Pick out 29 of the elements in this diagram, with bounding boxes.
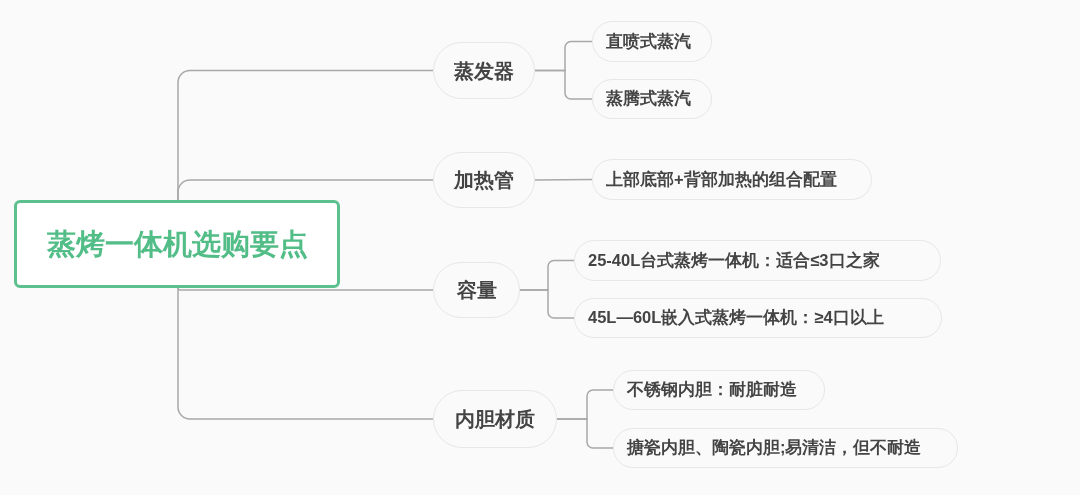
topic-pill <box>433 152 535 208</box>
subtopic-pill <box>592 159 872 200</box>
subtopic-text: 搪瓷内胆、陶瓷内胆;易清洁，但不耐造 <box>627 438 922 458</box>
subtopic-pill <box>592 21 712 62</box>
connector-line <box>177 179 434 201</box>
subtopic-text: 25-40L台式蒸烤一体机：适合≤3口之家 <box>588 250 880 271</box>
connector-line <box>534 178 593 181</box>
subtopic-pill <box>574 298 942 338</box>
central-topic-text: 蒸烤一体机选购要点 <box>46 226 308 262</box>
subtopic-text: 45L—60L嵌入式蒸烤一体机：≥4口以上 <box>588 308 884 328</box>
subtopic-pill <box>574 240 941 281</box>
topic-pill <box>433 262 520 318</box>
subtopic-pill <box>613 370 825 410</box>
connector-line <box>534 69 593 100</box>
connector-line <box>177 287 434 291</box>
subtopic-text: 不锈钢内胆：耐脏耐造 <box>627 380 797 400</box>
subtopic-text: 直喷式蒸汽 <box>606 31 691 52</box>
topic-text: 蒸发器 <box>454 58 514 83</box>
topic-text: 加热管 <box>454 168 514 192</box>
connector-line <box>556 418 614 449</box>
central-topic-box <box>14 200 340 288</box>
subtopic-text: 蒸腾式蒸汽 <box>606 89 691 109</box>
topic-text: 容量 <box>456 278 497 302</box>
subtopic-pill <box>592 79 712 119</box>
subtopic-text: 上部底部+背部加热的组合配置 <box>606 169 837 190</box>
subtopic-pill <box>613 428 958 468</box>
connector-line <box>519 289 575 319</box>
connector-line <box>177 287 434 420</box>
topic-text: 内胆材质 <box>455 407 535 431</box>
